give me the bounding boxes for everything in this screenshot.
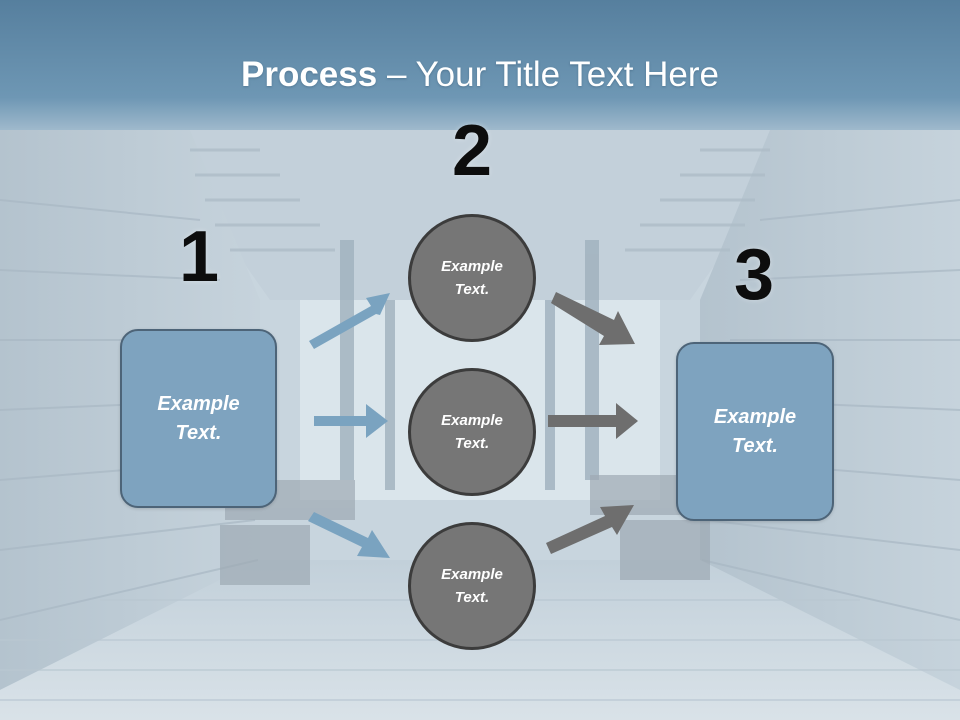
step-2-number: 2: [451, 111, 493, 191]
step-1-number: 1: [178, 217, 220, 297]
arrow-blue-right: [314, 404, 388, 438]
step-3-number: 3: [733, 235, 775, 315]
step-3-box-text: Example Text.: [713, 405, 797, 457]
circle-top: Example Text.: [408, 214, 536, 342]
step-3-box: Example Text.: [676, 342, 834, 521]
circle-bottom: Example Text.: [408, 522, 536, 650]
title-rest: – Your Title Text Here: [377, 55, 719, 94]
circle-middle-text: Example Text.: [441, 412, 503, 452]
arrow-gray-up: [546, 505, 634, 554]
circle-top-text: Example Text.: [441, 258, 503, 298]
circle-bottom-text: Example Text.: [441, 566, 503, 606]
title-bold: Process: [241, 55, 378, 94]
step-1-box: Example Text.: [120, 329, 277, 508]
arrow-gray-down: [551, 292, 635, 345]
arrow-blue-up: [309, 293, 390, 349]
slide-title: Process – Your Title Text Here: [0, 52, 960, 98]
arrow-gray-right: [548, 403, 638, 439]
step-1-box-text: Example Text.: [157, 392, 240, 444]
circle-middle: Example Text.: [408, 368, 536, 496]
arrow-blue-down: [308, 512, 390, 558]
